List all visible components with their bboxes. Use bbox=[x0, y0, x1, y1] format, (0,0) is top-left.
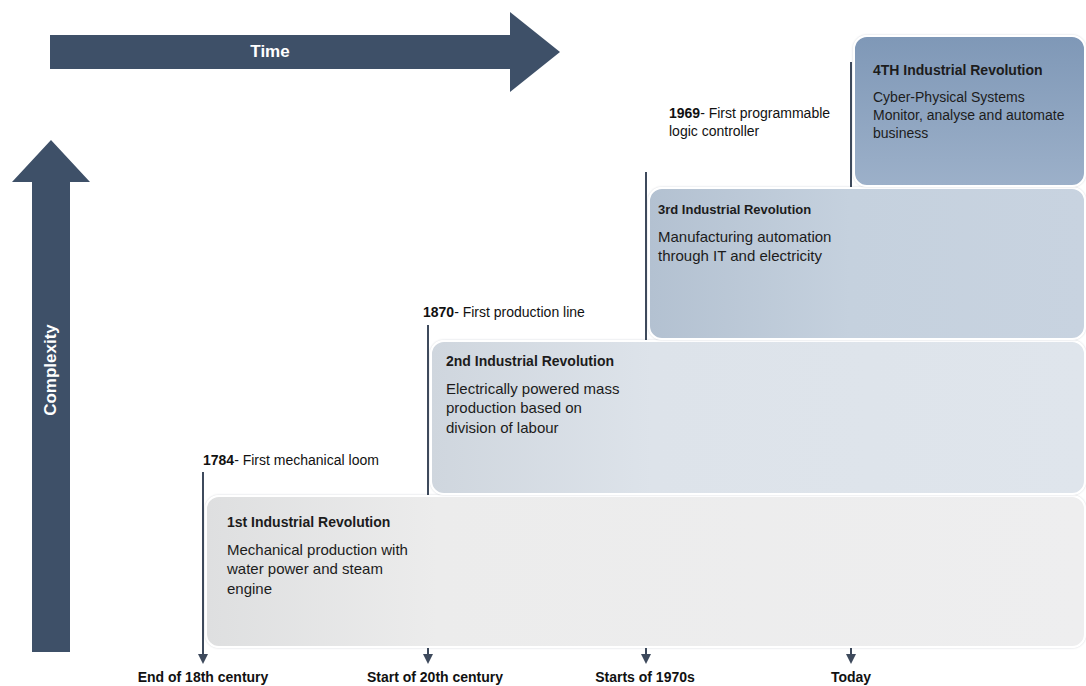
era-label: Starts of 1970s bbox=[595, 668, 695, 686]
arrow-head bbox=[198, 654, 208, 664]
band-content: 4TH Industrial RevolutionCyber-Physical … bbox=[873, 61, 1073, 142]
band-content: 3rd Industrial RevolutionManufacturing a… bbox=[658, 201, 843, 266]
axis-label: Complexity bbox=[40, 290, 62, 450]
band-body: Electrically powered mass production bas… bbox=[446, 379, 636, 438]
arrow-head bbox=[846, 654, 856, 664]
milestone-year: 1969 bbox=[669, 105, 700, 121]
milestone-label: 1870- First production line bbox=[423, 303, 683, 321]
arrow-shape bbox=[50, 12, 560, 92]
arrow-head bbox=[423, 654, 433, 664]
arrow-polygon bbox=[12, 140, 90, 652]
band-heading: 3rd Industrial Revolution bbox=[658, 201, 843, 219]
arrow-polygon bbox=[50, 12, 560, 92]
revolution-band: 3rd Industrial RevolutionManufacturing a… bbox=[648, 187, 1086, 340]
axis-arrow: Complexity bbox=[12, 140, 90, 652]
marker-heads bbox=[198, 654, 856, 664]
era-label: Start of 20th century bbox=[367, 668, 503, 686]
milestone-label: 1784- First mechanical loom bbox=[203, 451, 463, 469]
band-body: Cyber-Physical Systems Monitor, analyse … bbox=[873, 88, 1073, 143]
revolution-band: 1st Industrial RevolutionMechanical prod… bbox=[205, 495, 1086, 648]
marker-line bbox=[202, 472, 204, 656]
milestone-text: - First production line bbox=[454, 304, 585, 320]
band-body: Manufacturing automation through IT and … bbox=[658, 227, 843, 266]
era-label: Today bbox=[831, 668, 871, 686]
era-label: End of 18th century bbox=[138, 668, 269, 686]
band-content: 1st Industrial RevolutionMechanical prod… bbox=[227, 513, 427, 598]
arrow-head bbox=[641, 654, 651, 664]
milestone-text: - First mechanical loom bbox=[234, 452, 379, 468]
revolution-band: 4TH Industrial RevolutionCyber-Physical … bbox=[853, 35, 1086, 187]
band-content: 2nd Industrial RevolutionElectrically po… bbox=[446, 352, 636, 437]
revolution-band: 2nd Industrial RevolutionElectrically po… bbox=[430, 340, 1086, 495]
milestone-year: 1784 bbox=[203, 452, 234, 468]
band-heading: 2nd Industrial Revolution bbox=[446, 352, 636, 371]
milestone-year: 1870 bbox=[423, 304, 454, 320]
axis-label: Time bbox=[50, 41, 490, 63]
band-heading: 4TH Industrial Revolution bbox=[873, 61, 1073, 80]
band-body: Mechanical production with water power a… bbox=[227, 540, 427, 599]
milestone-label: 1969- First programmable logic controlle… bbox=[669, 104, 839, 140]
axis-arrow: Time bbox=[50, 12, 560, 92]
band-heading: 1st Industrial Revolution bbox=[227, 513, 427, 532]
